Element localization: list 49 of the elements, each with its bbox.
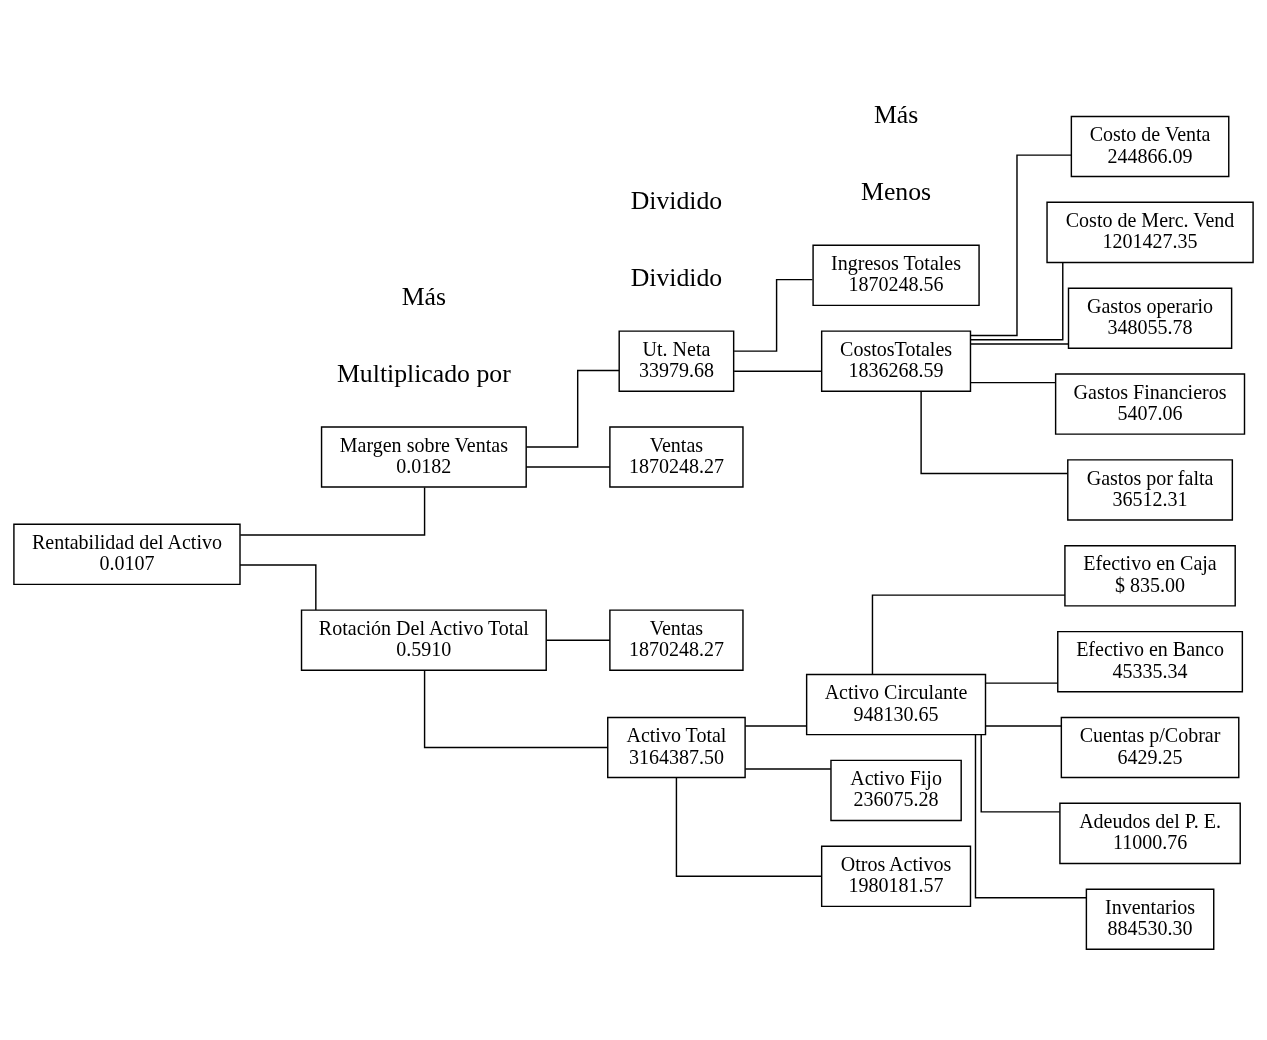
label: Más [873,99,919,129]
node-box: Rotación Del Activo Total 0.5910 [300,609,547,671]
node-box: CostosTotales 1836268.59 [820,330,972,392]
node-box: Activo Circulante 948130.65 [805,673,987,736]
connector [239,564,317,611]
node-box: Efectivo en Caja $ 835.00 [1064,545,1236,607]
connector [744,768,832,770]
connector [970,381,1057,384]
connector [239,486,426,536]
node-box: Rentabilidad del Activo 0.0107 [13,523,241,586]
label: Más [401,281,447,311]
connector [423,669,609,749]
connector [920,390,1069,475]
node-box: Costo de Venta 244866.09 [1070,115,1230,178]
connector [675,777,822,877]
label: Multiplicado por [336,358,511,388]
connector [545,639,611,641]
connector [980,734,1061,813]
node-box: Ventas 1870248.27 [609,426,744,488]
node-box: Activo Total 3164387.50 [607,716,746,779]
node-box: Otros Activos 1980181.57 [820,845,972,908]
connector [969,154,1072,337]
node-box: Ut. Neta 33979.68 [618,330,735,392]
connector [969,262,1064,341]
label: Menos [861,177,932,207]
label: Dividido [630,262,723,292]
node-box: Gastos operario 348055.78 [1067,287,1233,349]
node-box: Gastos por falta 36512.31 [1067,459,1234,521]
node-box: Margen sobre Ventas 0.0182 [320,426,527,488]
node-box: Ingresos Totales 1870248.56 [812,244,980,307]
node-box: Inventarios 884530.30 [1085,888,1215,950]
connector [525,369,620,448]
node-box: Cuentas p/Cobrar 6429.25 [1060,716,1240,779]
node-box: Costo de Merc. Vend 1201427.35 [1046,201,1254,264]
node-box: Activo Fijo 236075.28 [830,759,962,822]
connector [984,725,1063,727]
connector [974,734,1087,899]
connector [871,594,1066,675]
connector [525,466,611,468]
node-box: Gastos Financieros 5407.06 [1054,373,1246,435]
label: Dividido [630,185,723,215]
node-box: Efectivo en Banco 45335.34 [1057,630,1244,693]
connector [984,682,1059,684]
node-box: Ventas 1870248.27 [609,609,744,671]
connector [733,370,823,372]
connector [733,278,814,352]
connector [970,343,1069,345]
node-box: Adeudos del P. E. 11000.76 [1059,802,1241,865]
connector [744,725,808,727]
